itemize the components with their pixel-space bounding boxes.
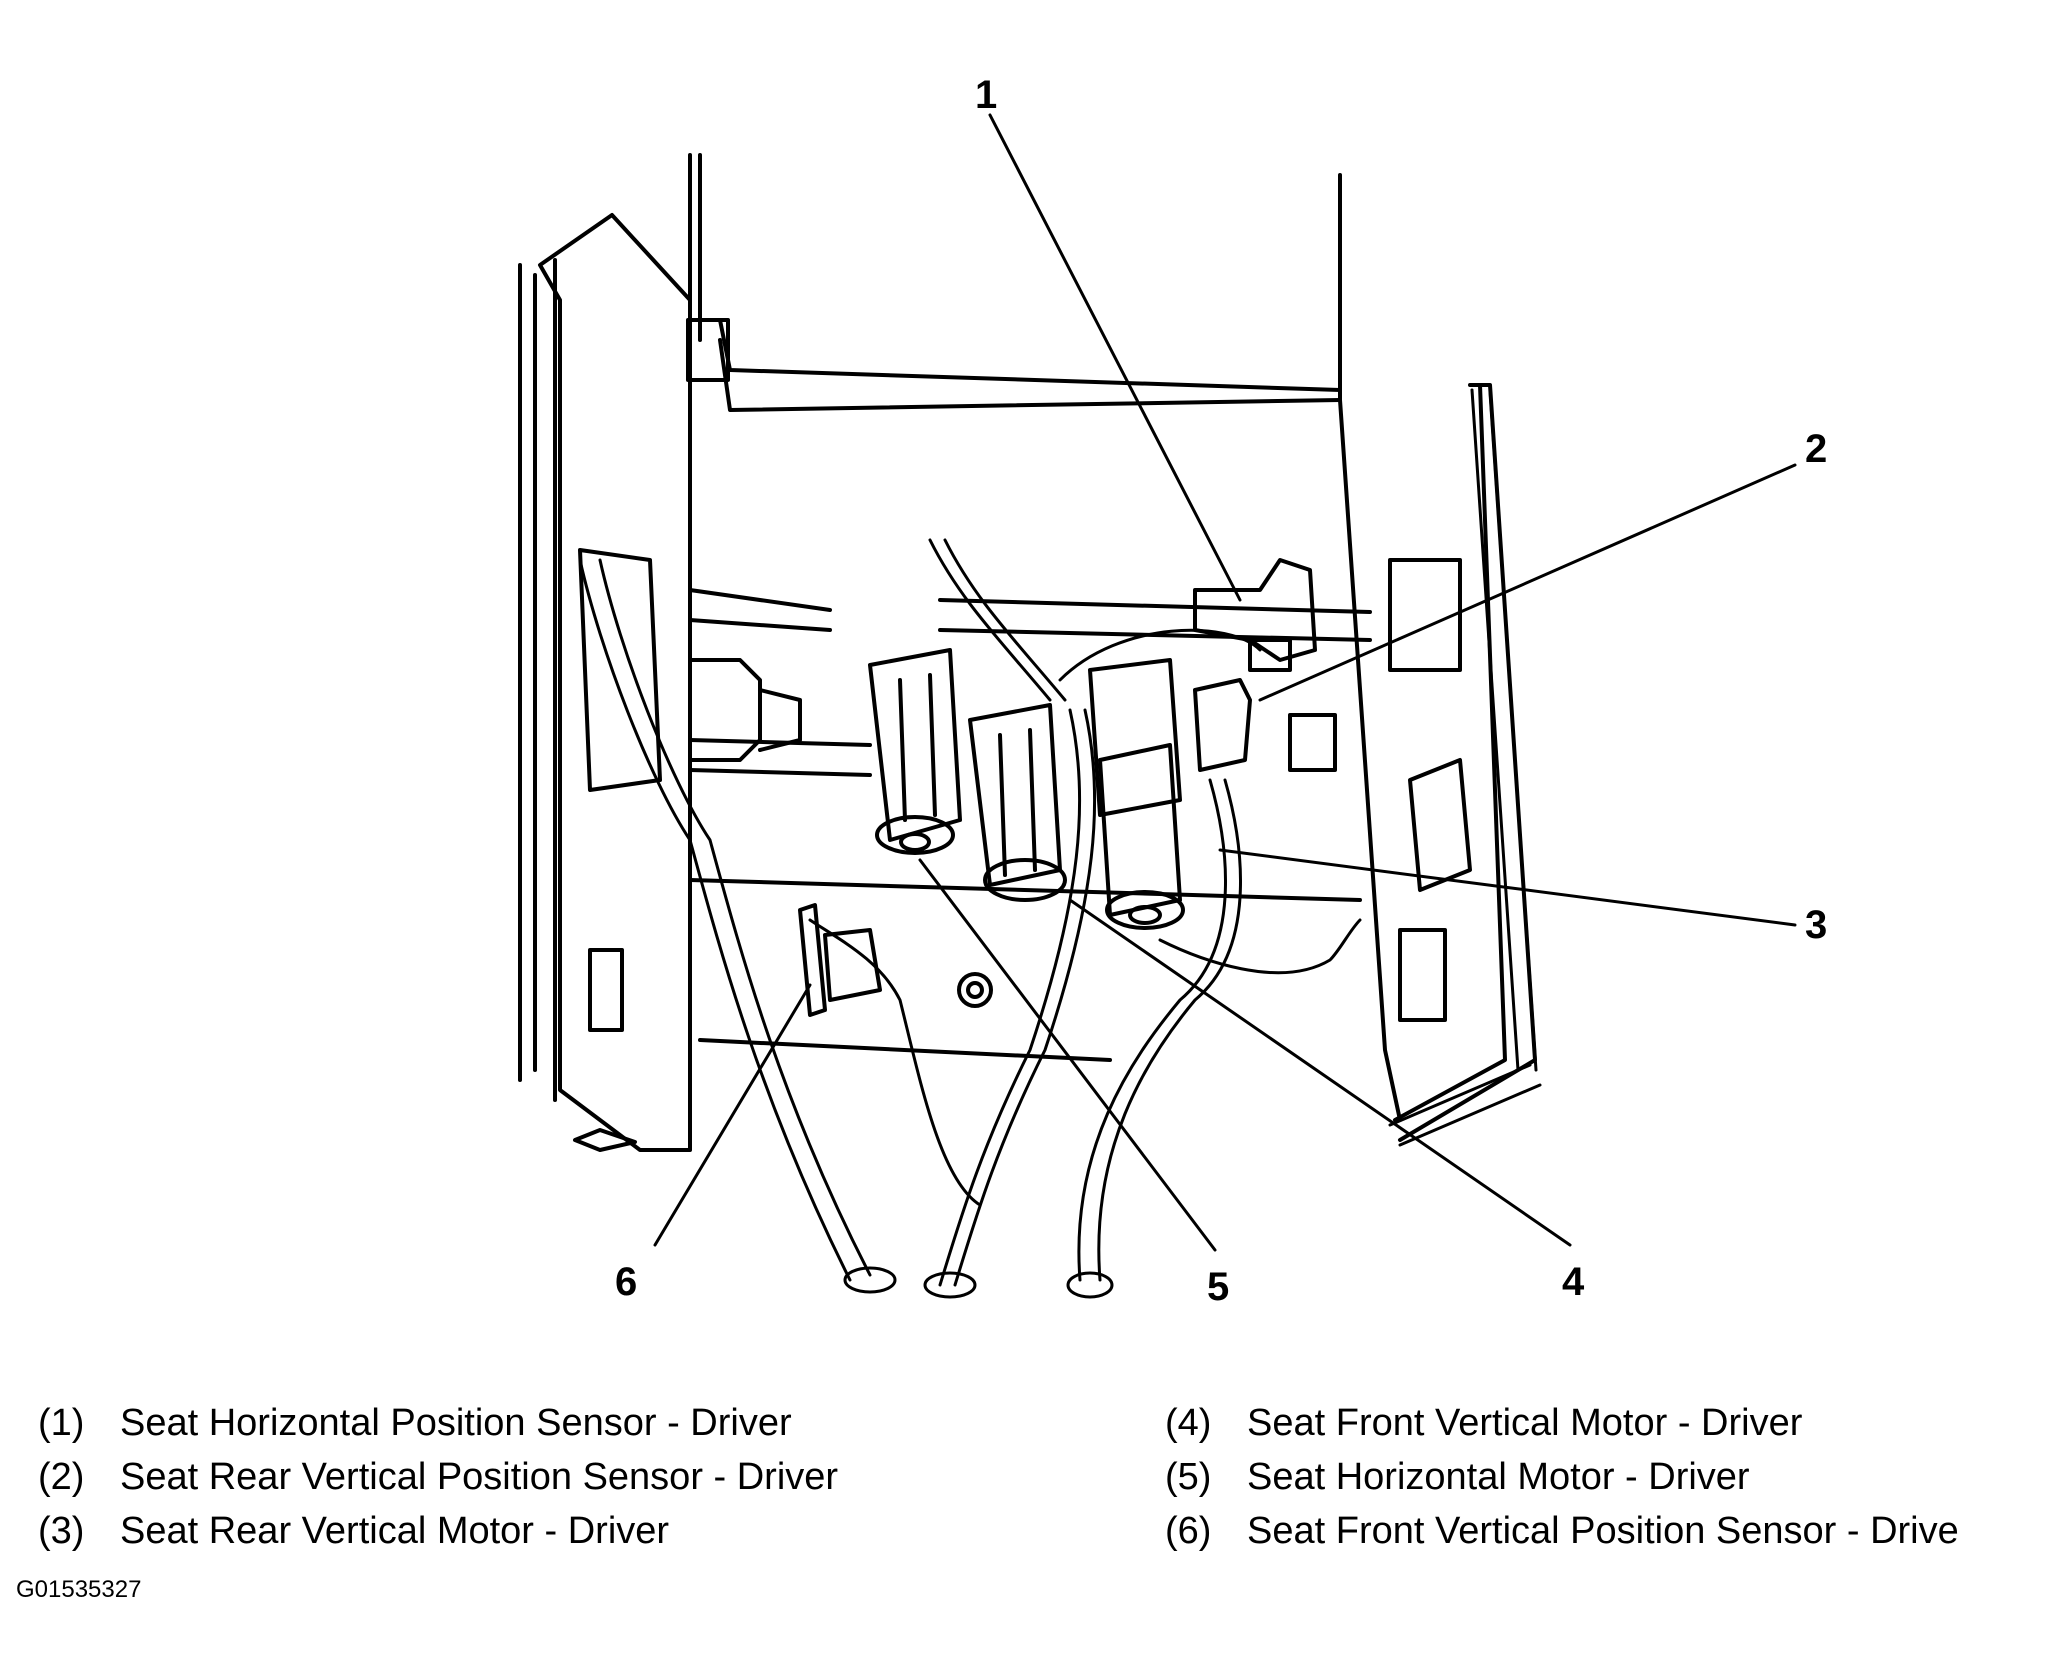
legend-label: Seat Rear Vertical Motor - Driver: [120, 1510, 670, 1552]
legend-number: (2): [38, 1456, 85, 1498]
horizontal-position-sensor: [1193, 558, 1317, 672]
right-seat-rail: [1338, 173, 1537, 1142]
leader-lines: [653, 113, 1797, 1252]
callout-3: 3: [1805, 903, 1827, 947]
seat-motor-diagram: 1 2 3 4 5 6: [518, 73, 1827, 1309]
legend-number: (6): [1165, 1510, 1212, 1552]
wiring-harness: [578, 538, 1362, 1299]
figure-id: G01535327: [16, 1576, 142, 1603]
callout-6: 6: [615, 1260, 637, 1304]
legend: (1) Seat Horizontal Position Sensor - Dr…: [0, 1380, 2071, 1640]
upper-cross-bar: [686, 318, 1342, 412]
leader-line-1: [988, 113, 1242, 602]
horizontal-motor: [868, 648, 962, 855]
rear-vertical-motor: [1088, 658, 1185, 930]
rear-vertical-position-sensor: [1193, 678, 1337, 772]
legend-label: Seat Front Vertical Motor - Driver: [1247, 1402, 1803, 1444]
leader-line-4: [1068, 898, 1572, 1247]
legend-label: Seat Rear Vertical Position Sensor - Dri…: [120, 1456, 839, 1498]
legend-label: Seat Horizontal Motor - Driver: [1247, 1456, 1750, 1498]
leader-line-5: [918, 858, 1217, 1252]
leader-line-6: [653, 983, 812, 1247]
callout-numbers: 1 2 3 4 5 6: [615, 73, 1827, 1309]
callout-5: 5: [1207, 1265, 1229, 1309]
right-harness: [1388, 388, 1542, 1147]
callout-1: 1: [975, 73, 997, 117]
callout-2: 2: [1805, 427, 1827, 471]
legend-label: Seat Front Vertical Position Sensor - Dr…: [1247, 1510, 1959, 1552]
middle-cross-bar: [688, 588, 1372, 1062]
legend-number: (1): [38, 1402, 85, 1444]
callout-4: 4: [1562, 1260, 1585, 1304]
left-bellows: [688, 658, 802, 762]
leader-line-2: [1258, 463, 1797, 702]
left-seat-rail: [518, 153, 702, 1152]
front-vertical-motor: [968, 703, 1067, 902]
legend-number: (3): [38, 1510, 85, 1552]
legend-label: Seat Horizontal Position Sensor - Driver: [120, 1402, 792, 1444]
legend-number: (5): [1165, 1456, 1212, 1498]
front-vertical-position-sensor: [798, 903, 993, 1017]
legend-number: (4): [1165, 1402, 1212, 1444]
leader-line-3: [1218, 848, 1797, 927]
